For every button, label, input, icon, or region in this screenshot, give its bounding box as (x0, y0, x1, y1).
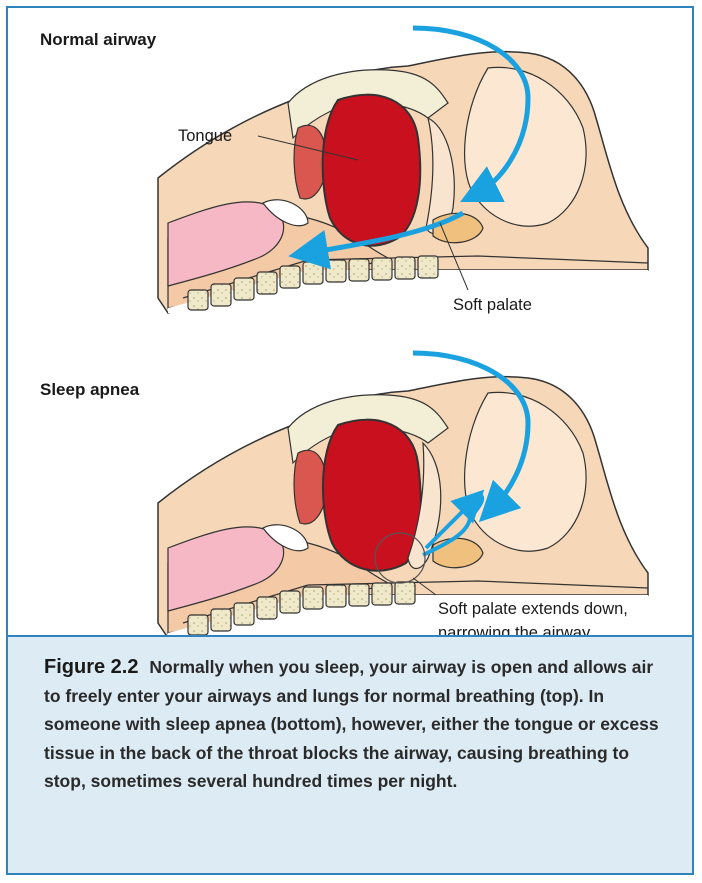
sleep-apnea-drawing (158, 353, 648, 635)
figure-number: Figure 2.2 (44, 656, 138, 678)
normal-airway-drawing (158, 28, 648, 313)
label-narrowing-airway: narrowing the airway (438, 624, 591, 635)
tongue (323, 420, 421, 571)
figure-frame: Normal airway Sleep apnea (6, 6, 694, 875)
illustration-area: Normal airway Sleep apnea (8, 8, 692, 635)
label-tongue: Tongue (178, 127, 232, 145)
label-soft-palate-extends: Soft palate extends down, (438, 600, 628, 618)
figure-caption: Figure 2.2 Normally when you sleep, your… (8, 635, 692, 873)
airway-illustration: Tongue Soft palate (8, 8, 692, 635)
label-soft-palate: Soft palate (453, 296, 532, 314)
tongue (323, 95, 421, 246)
